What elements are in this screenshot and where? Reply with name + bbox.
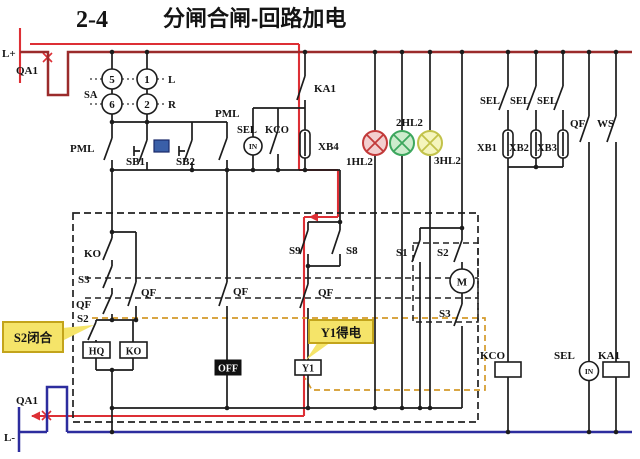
label-sel3: SEL xyxy=(537,96,557,107)
label-sel-top: SEL xyxy=(237,125,257,136)
off-coil-icon xyxy=(214,359,242,376)
label-ws: WS xyxy=(597,118,614,130)
label-ko-contact: KO xyxy=(84,248,102,260)
selector-contact-6-icon xyxy=(101,93,123,115)
label-ka1-top: KA1 xyxy=(314,83,336,95)
label-pos6: 6 xyxy=(109,99,115,111)
page-title: 分闸合闸-回路加电 xyxy=(163,6,346,31)
mechanism-dashed-box xyxy=(72,212,479,423)
label-hq-coil: HQ xyxy=(89,347,105,358)
motor-dashed-box xyxy=(412,242,479,323)
lamp-cross-icon xyxy=(392,133,412,153)
positive-bus xyxy=(20,50,632,97)
label-in-bottom: IN xyxy=(585,367,594,376)
kco-coil-icon xyxy=(494,361,522,378)
selector-contact-2-icon xyxy=(136,93,158,115)
label-sel-bottom: SEL xyxy=(554,350,575,362)
label-y1-coil: Y1 xyxy=(302,364,314,375)
label-s3-motor: S3 xyxy=(439,308,451,320)
signal-trace-dashed xyxy=(92,317,486,391)
label-sel2: SEL xyxy=(510,96,530,107)
blue-indicator-icon xyxy=(153,139,170,153)
selector-contact-5-icon xyxy=(101,68,123,90)
callout-box xyxy=(308,319,374,344)
lamp-cross-icon xyxy=(420,133,440,153)
cross-mark-icon xyxy=(41,52,53,421)
label-xb4: XB4 xyxy=(318,141,339,153)
lamp-cross-icon xyxy=(365,133,385,153)
label-xb2: XB2 xyxy=(509,143,529,154)
callout-tail xyxy=(62,325,94,341)
callout-s2-closed: S2闭合 xyxy=(2,321,94,353)
label-ko-coil: KO xyxy=(126,347,142,358)
label-s2-motor: S2 xyxy=(437,247,449,259)
motor-icon xyxy=(449,268,475,294)
label-qf-center: QF xyxy=(233,286,249,298)
ko-coil-icon xyxy=(119,341,148,359)
fuse-links xyxy=(304,132,564,156)
ka1-coil-icon xyxy=(602,361,630,378)
callout-y1-text: Y1得电 xyxy=(321,325,362,340)
label-l-minus: L- xyxy=(4,432,15,444)
label-pos1: 1 xyxy=(144,74,150,86)
sel-relay-icon xyxy=(243,136,263,156)
selector-contact-1-icon xyxy=(136,68,158,90)
label-l: L xyxy=(168,74,175,86)
junction-dots xyxy=(109,49,619,435)
page-title-number: 2-4 xyxy=(76,7,108,33)
label-xb1: XB1 xyxy=(477,143,497,154)
callout-box xyxy=(2,321,64,353)
label-l-plus: L+ xyxy=(2,48,16,60)
label-s9: S9 xyxy=(289,245,301,257)
label-pml-left: PML xyxy=(70,143,94,155)
label-kco-top: KCO xyxy=(265,125,289,136)
label-ka1-bottom: KA1 xyxy=(598,350,620,362)
label-off-coil: OFF xyxy=(218,364,238,375)
negative-bus xyxy=(17,385,632,452)
label-3hl2: 3HL2 xyxy=(434,155,461,167)
callout-tail xyxy=(306,342,331,360)
label-qa1-bottom: QA1 xyxy=(16,395,38,407)
sel-relay-bottom-icon xyxy=(578,360,600,382)
label-sel1: SEL xyxy=(480,96,500,107)
label-qf-left: QF xyxy=(76,299,92,311)
hq-coil-icon xyxy=(82,341,111,359)
label-qf-y1: QF xyxy=(318,287,334,299)
label-xb3: XB3 xyxy=(537,143,557,154)
label-qf-branch: QF xyxy=(141,287,157,299)
label-motor: M xyxy=(457,277,468,289)
label-qf-right: QF xyxy=(570,118,586,130)
label-s1-motor: S1 xyxy=(396,247,408,259)
linkage-dashed-lines xyxy=(85,277,478,299)
label-1hl2: 1HL2 xyxy=(346,156,373,168)
callout-s2-text: S2闭合 xyxy=(14,330,53,345)
y1-coil-icon xyxy=(294,359,322,376)
label-pos5: 5 xyxy=(109,74,115,86)
label-pos2: 2 xyxy=(144,99,150,111)
callout-y1-energized: Y1得电 xyxy=(306,319,374,360)
selector-linkage-dotted xyxy=(90,78,165,105)
arrow-left-icon xyxy=(31,411,40,421)
label-sa: SA xyxy=(84,90,98,101)
label-in-top: IN xyxy=(249,142,258,151)
label-s8: S8 xyxy=(346,245,358,257)
label-2hl2: 2HL2 xyxy=(396,117,423,129)
arrow-left-icon xyxy=(309,212,318,222)
label-s3-contact: S3 xyxy=(78,274,90,286)
label-qa1-top: QA1 xyxy=(16,65,38,77)
label-s2-contact: S2 xyxy=(77,313,89,325)
label-r: R xyxy=(168,99,177,111)
label-sb2: SB2 xyxy=(176,156,195,168)
label-kco-bottom: KCO xyxy=(480,350,506,362)
label-pml-right: PML xyxy=(215,108,239,120)
label-sb1: SB1 xyxy=(126,156,145,168)
